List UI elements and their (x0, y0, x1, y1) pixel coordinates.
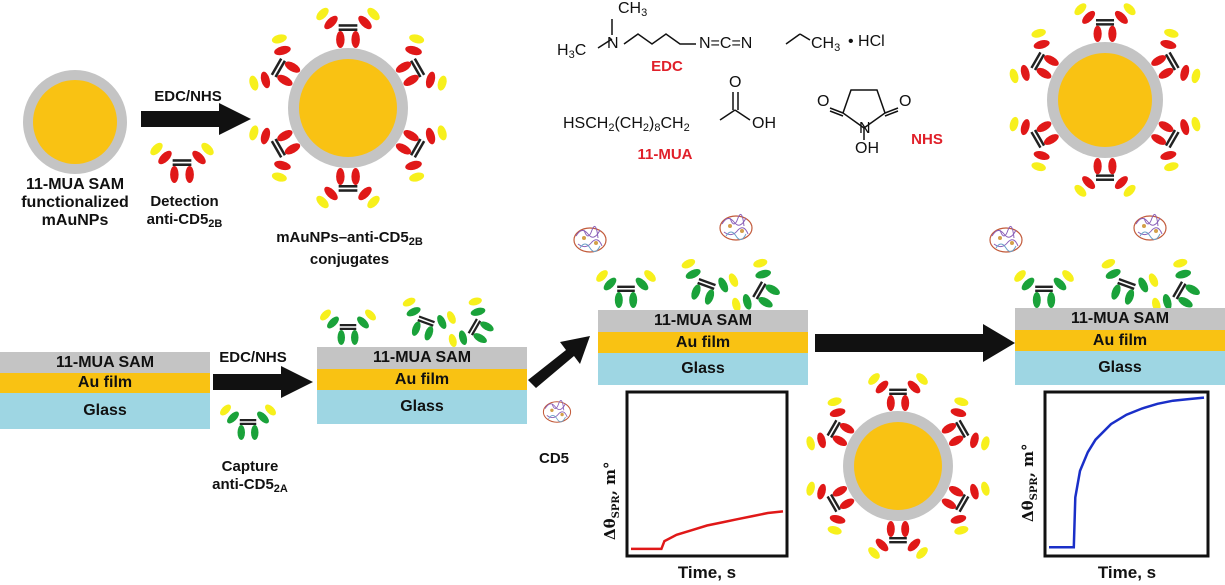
label-edc-nhs-bottom: EDC/NHS (219, 349, 287, 366)
nhs-o-right: O (899, 93, 912, 110)
label-cd5: CD5 (538, 450, 569, 467)
layer-glass: Glass (317, 390, 527, 424)
mua-nanoparticle (23, 70, 127, 174)
edc-h3c: H3C (557, 42, 587, 61)
edc-hcl: • HCl (848, 33, 885, 50)
arrow-edc-nhs-bottom (213, 366, 313, 398)
chart-sensorgram-red (625, 390, 789, 558)
layer-sam: 11-MUA SAM (317, 347, 527, 369)
nhs-o-left: O (817, 93, 830, 110)
layer-sam: 11-MUA SAM (0, 352, 210, 373)
nhs-structure (829, 89, 899, 140)
label-edc-nhs-top: EDC/NHS (154, 88, 222, 105)
layer-stack-3: 11-MUA SAM Au film Glass (598, 310, 808, 385)
edc-n-left: N (607, 35, 619, 52)
edc-name: EDC (651, 58, 683, 75)
chart-line-red (631, 510, 784, 551)
layer-sam: 11-MUA SAM (1015, 308, 1225, 330)
layer-stack-4: 11-MUA SAM Au film Glass (1015, 308, 1225, 385)
layer-stack-2: 11-MUA SAM Au film Glass (317, 347, 527, 424)
mua-structure (719, 92, 751, 121)
layer-au: Au film (598, 332, 808, 353)
chart-line-blue (1049, 396, 1205, 549)
conjugate-nanoparticle (288, 48, 408, 168)
chart-frame (1043, 390, 1210, 558)
capture-antibody-icon (218, 402, 278, 440)
nhs-n: N (859, 120, 871, 137)
arrow-edc-nhs-top (141, 103, 251, 135)
edc-carbodiimide: N=C=N (699, 35, 753, 52)
layer-glass: Glass (1015, 351, 1225, 385)
layer-au: Au film (1015, 330, 1225, 351)
layer-glass: Glass (598, 353, 808, 385)
chart-frame (625, 390, 789, 558)
arrow-long (815, 324, 1015, 362)
chart2-ylabel: ΔθSPR, m° (1019, 443, 1040, 522)
conjugate-nanoparticle-right (1002, 1, 1208, 199)
nhs-oh: OH (855, 140, 879, 157)
edc-structure (597, 19, 811, 49)
chart1-ylabel: ΔθSPR, m° (601, 461, 622, 540)
cd5-protein-icon (542, 399, 572, 423)
layer-stack-1: 11-MUA SAM Au film Glass (0, 352, 210, 429)
conjugate-nanoparticle-bottom (799, 371, 997, 561)
mua-oh: OH (752, 115, 776, 132)
mua-formula: HSCH2(CH2)8CH2 (563, 115, 690, 134)
arrow-diagonal (528, 336, 590, 388)
edc-ch3-right: CH3 (811, 35, 841, 54)
nhs-name: NHS (911, 131, 943, 148)
layer-au: Au film (317, 369, 527, 390)
chart2-xlabel: Time, s (1097, 563, 1157, 582)
mua-carbonyl-o: O (729, 74, 742, 91)
chart1-xlabel: Time, s (677, 563, 737, 582)
layer-glass: Glass (0, 393, 210, 429)
edc-ch3-top: CH3 (618, 0, 648, 19)
chart-sensorgram-blue (1043, 390, 1210, 558)
detection-antibody-icon (148, 140, 216, 183)
layer-au: Au film (0, 373, 210, 393)
layer-sam: 11-MUA SAM (598, 310, 808, 332)
mua-name: 11-MUA (637, 146, 693, 163)
